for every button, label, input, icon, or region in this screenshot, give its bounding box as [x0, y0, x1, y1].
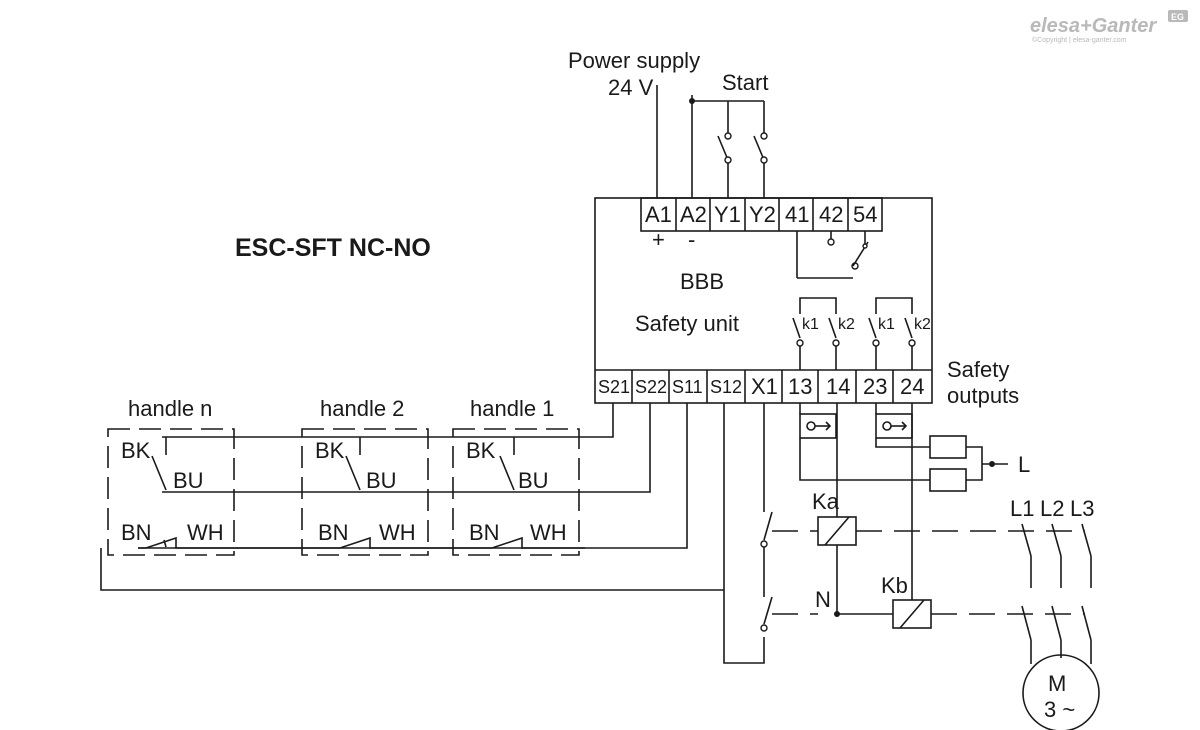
- handle-1-switch: [452, 428, 585, 556]
- contact-k2-a: k2: [838, 316, 855, 333]
- handle-2-switch: [234, 428, 453, 556]
- line-l-label: L: [1018, 452, 1030, 477]
- elesa-ganter-logo: elesa+Ganter EG ©Copyright | elesa-gante…: [1030, 10, 1188, 44]
- handle-2-bn: BN: [318, 520, 349, 545]
- terminal-a1: A1: [645, 202, 672, 227]
- three-phase-contacts: [1021, 523, 1092, 664]
- terminal-s12: S12: [710, 377, 742, 397]
- handle-2-label: handle 2: [320, 396, 404, 421]
- start-switch: [717, 101, 768, 198]
- relay-contacts: [792, 297, 916, 370]
- terminal-41: 41: [785, 202, 809, 227]
- terminal-s22: S22: [635, 377, 667, 397]
- logo-copyright: ©Copyright | elesa-ganter.com: [1032, 36, 1127, 44]
- contact-k1-b: k1: [878, 316, 895, 333]
- logo-badge: EG: [1171, 12, 1184, 22]
- output-wiring: [799, 403, 930, 617]
- motor-label-m: M: [1048, 671, 1066, 696]
- bottom-terminal-strip: [595, 369, 932, 403]
- phase-l3-label: L3: [1070, 496, 1094, 521]
- neutral-label: N: [815, 587, 831, 612]
- terminal-s21: S21: [598, 377, 630, 397]
- handle-2-bk: BK: [315, 438, 345, 463]
- handle-1-label: handle 1: [470, 396, 554, 421]
- contact-k2-b: k2: [914, 316, 931, 333]
- terminal-14: 14: [826, 374, 850, 399]
- terminal-y2: Y2: [749, 202, 776, 227]
- coil-ka: [817, 516, 857, 546]
- terminal-a2: A2: [680, 202, 707, 227]
- terminal-13: 13: [788, 374, 812, 399]
- terminal-54: 54: [853, 202, 877, 227]
- terminal-s11: S11: [672, 377, 703, 397]
- handle-2-wh: WH: [379, 520, 416, 545]
- terminal-24: 24: [900, 374, 924, 399]
- handle-1-bk: BK: [466, 438, 496, 463]
- safety-outputs-label-1: Safety: [947, 357, 1009, 382]
- terminal-y1: Y1: [714, 202, 741, 227]
- diagram-title: ESC-SFT NC-NO: [235, 234, 431, 262]
- coil-ka-label: Ka: [812, 489, 840, 514]
- output-indicators: [799, 413, 913, 439]
- minus-sign: -: [688, 227, 695, 252]
- feedback-contacts: [760, 403, 773, 632]
- start-label: Start: [722, 70, 768, 95]
- coil-kb: [892, 599, 932, 629]
- motor-symbol: [1022, 654, 1100, 730]
- contact-k1-a: k1: [802, 316, 819, 333]
- safety-outputs-label-2: outputs: [947, 383, 1019, 408]
- handle-n-label: handle n: [128, 396, 212, 421]
- handle-1-wh: WH: [530, 520, 567, 545]
- unit-name: BBB: [680, 269, 724, 294]
- handle-n-wh: WH: [187, 520, 224, 545]
- phase-l2-label: L2: [1040, 496, 1064, 521]
- motor-label-phase: 3 ~: [1044, 697, 1075, 722]
- handle-n-bu: BU: [173, 468, 204, 493]
- top-terminal-strip: [640, 197, 883, 232]
- handle-1-bn: BN: [469, 520, 500, 545]
- power-voltage-label: 24 V: [608, 75, 654, 100]
- terminal-42: 42: [819, 202, 843, 227]
- terminal-x1: X1: [751, 374, 778, 399]
- coil-kb-label: Kb: [881, 573, 908, 598]
- phase-l1-label: L1: [1010, 496, 1034, 521]
- terminal-23: 23: [863, 374, 887, 399]
- output-loads: [929, 435, 1008, 492]
- auxiliary-contact: [796, 231, 869, 279]
- handle-1-bu: BU: [518, 468, 549, 493]
- power-supply-label: Power supply: [568, 48, 700, 73]
- handle-n-switch: [107, 428, 235, 556]
- unit-label: Safety unit: [635, 311, 739, 336]
- handle-n-bn: BN: [121, 520, 152, 545]
- plus-sign: +: [652, 227, 665, 252]
- logo-brand: elesa+Ganter: [1030, 15, 1157, 37]
- handle-n-bk: BK: [121, 438, 151, 463]
- handle-2-bu: BU: [366, 468, 397, 493]
